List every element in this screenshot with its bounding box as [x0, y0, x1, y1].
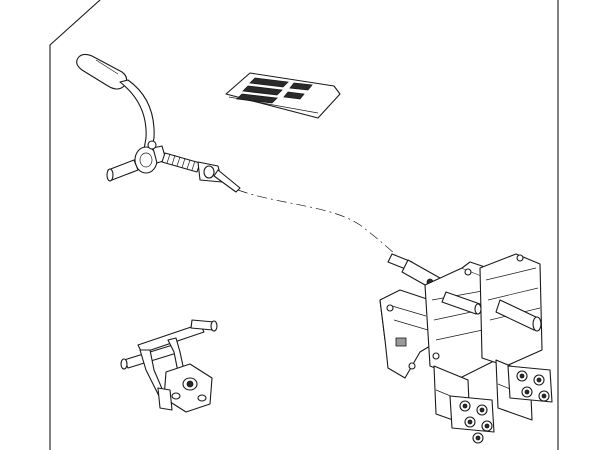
- hose-block: [157, 363, 213, 413]
- spool-handle: [441, 291, 542, 332]
- cable-fitting-upper: [197, 161, 241, 193]
- lever-knob: [76, 53, 128, 90]
- plate-slot: [236, 93, 278, 104]
- port-fittings-right: [507, 365, 553, 403]
- hose-assembly: [120, 319, 218, 413]
- valve-bolts: [386, 254, 524, 370]
- plate-slot: [289, 82, 313, 91]
- plate-slot: [249, 77, 289, 88]
- frame-border: [49, 0, 559, 450]
- control-valve: [379, 253, 553, 444]
- port-fittings-left: [449, 395, 495, 444]
- cable-spring: [161, 152, 201, 173]
- plate-slot: [283, 91, 305, 100]
- control-cable: [237, 189, 397, 256]
- plate-slot: [242, 85, 283, 96]
- valve-body-left: [379, 289, 441, 379]
- lever-pivot: [106, 140, 167, 182]
- cover-plate: [225, 72, 341, 119]
- lever-assembly: [76, 53, 241, 193]
- hose-tube: [120, 319, 218, 370]
